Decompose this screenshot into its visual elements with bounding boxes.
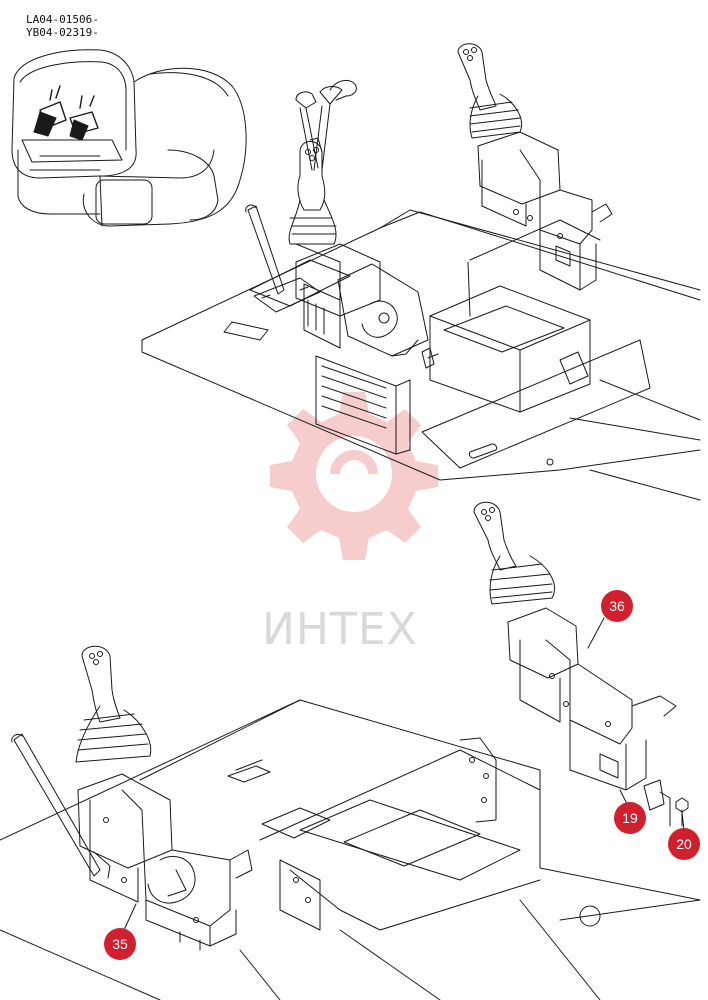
callout-35: 35 [104,928,136,960]
cover-plate [421,339,651,469]
callout-19: 19 [614,802,646,834]
duct-panel [315,355,411,455]
right-control-stand-detail [473,501,689,827]
console-base-box [429,219,601,413]
left-control-stand-lower [11,645,253,951]
floor-plate-lower [0,699,701,1000]
serial-range-2: YB04-02319- [26,26,99,39]
left-control-stand [245,80,439,369]
cab-thumbnail [11,49,247,227]
leader-lines [123,617,685,931]
callout-20: 20 [668,828,700,860]
callout-36: 36 [601,590,633,622]
floor-plate-main [141,209,701,501]
right-control-stand-upper [457,43,613,291]
watermark-text: ИНТЕХ [262,604,418,655]
serial-range-1: LA04-01506- [26,13,99,26]
